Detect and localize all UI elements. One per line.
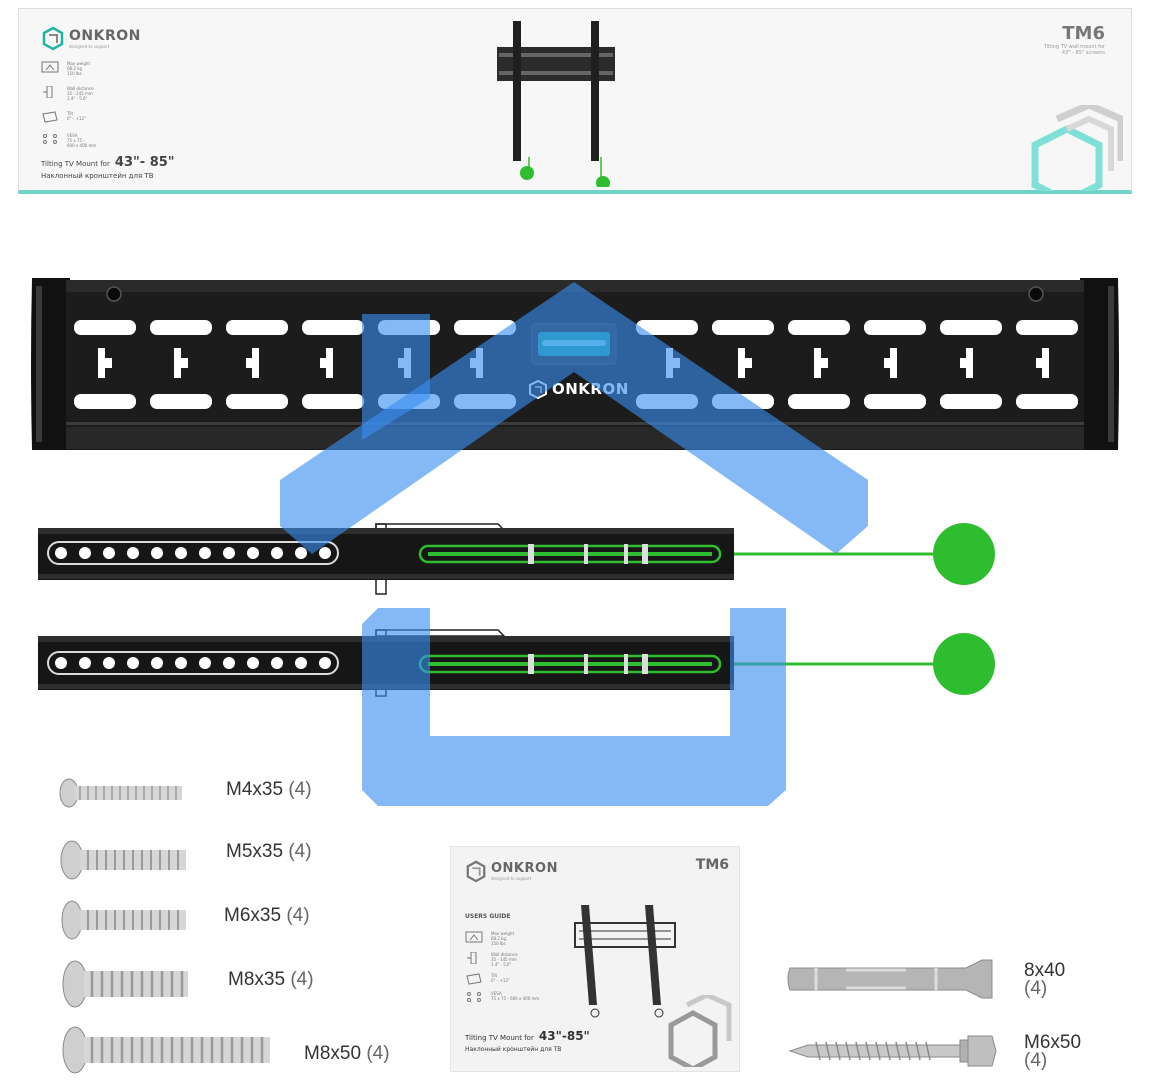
screw-m8x50-label: M8x50 (4)	[304, 1043, 390, 1064]
weight-icon	[41, 61, 59, 73]
lag-screw-m6x50-label: M6x50 (4)	[1024, 1032, 1082, 1071]
banner-specs: Max weight 68.2 kg 150 lbs Wall distance…	[41, 61, 96, 158]
screw-m8x50-icon	[62, 1026, 270, 1074]
screw-m6x35-label: M6x35 (4)	[224, 905, 310, 926]
screw-m5x35-icon	[60, 840, 186, 880]
banner-subtitle: Tilting TV wall mount for 43" - 85" scre…	[1043, 44, 1105, 56]
onkron-logo-icon	[466, 860, 486, 883]
tilt-icon	[466, 973, 482, 985]
banner-outline-logo-icon	[1031, 105, 1123, 191]
vesa-icon	[467, 992, 481, 1002]
manual-model: TM6	[695, 857, 729, 873]
weight-icon	[465, 931, 483, 943]
banner-spec-weight: Max weight 68.2 kg 150 lbs	[41, 61, 96, 76]
distance-icon	[467, 952, 477, 964]
wall-plug-8x40-icon	[787, 959, 993, 999]
distance-icon	[43, 86, 53, 98]
banner-brand: ONKRON designed to support	[41, 25, 141, 51]
banner-model-block: TM6 Tilting TV wall mount for 43" - 85" …	[1044, 23, 1105, 56]
wall-plate	[31, 278, 1119, 450]
vesa-icon	[43, 134, 57, 144]
manual-product-title: Tilting TV Mount for 43"-85" Наклонный к…	[465, 1029, 590, 1053]
tv-arms	[38, 523, 995, 697]
manual-spec-tilt: Tilt 0° - +12°	[465, 973, 539, 985]
manual-spec-distance: Wall distance 35 - 145 mm 1.4" - 5.6"	[465, 952, 539, 967]
banner-spec-vesa: VESA 75 x 75 - 600 x 400 mm	[41, 133, 96, 148]
banner-product-title: Tilting TV Mount for 43"- 85" Наклонный …	[41, 155, 175, 180]
wall-plug-8x40-label: 8x40 (4)	[1024, 960, 1066, 999]
manual-heading: USERS GUIDE	[465, 913, 511, 920]
tilt-icon	[42, 111, 58, 123]
banner-brand-name: ONKRON	[69, 27, 141, 44]
plate-brand: ONKRON	[528, 379, 629, 399]
manual-specs: Max weight 68.2 kg 150 lbs Wall distance…	[465, 931, 539, 1009]
screw-m4x35-icon	[59, 778, 182, 808]
onkron-logo-icon	[529, 379, 547, 399]
onkron-logo-icon	[41, 25, 65, 51]
manual-outline-logo-icon	[668, 995, 732, 1067]
manual-spec-weight: Max weight 68.2 kg 150 lbs	[465, 931, 539, 946]
screw-m8x35-icon	[62, 960, 188, 1008]
banner-spec-tilt: Tilt 0° - +12°	[41, 111, 96, 123]
banner-tagline: designed to support	[69, 43, 110, 49]
box-banner: ONKRON designed to support Max weight 68…	[18, 8, 1132, 194]
banner-model: TM6	[1062, 23, 1105, 44]
banner-spec-distance: Wall distance 35 - 145 mm 1.4" - 5.6"	[41, 86, 96, 101]
tv-arm-upper	[38, 523, 995, 595]
tv-arm-lower	[38, 629, 995, 697]
manual-mount-illustration	[574, 905, 676, 1018]
screw-m8x35-label: M8x35 (4)	[228, 969, 314, 990]
users-guide-booklet: ONKRON designed to support TM6 USERS GUI…	[450, 846, 740, 1072]
screw-m6x35-icon	[61, 900, 186, 940]
screw-m4x35-label: M4x35 (4)	[226, 779, 312, 800]
banner-mount-illustration	[497, 21, 615, 187]
manual-brand: ONKRON designed to support	[465, 859, 558, 883]
lag-screw-m6x50-icon	[788, 1035, 997, 1067]
screw-m5x35-label: M5x35 (4)	[226, 841, 312, 862]
manual-spec-vesa: VESA 75 x 75 - 600 x 400 mm	[465, 991, 539, 1003]
